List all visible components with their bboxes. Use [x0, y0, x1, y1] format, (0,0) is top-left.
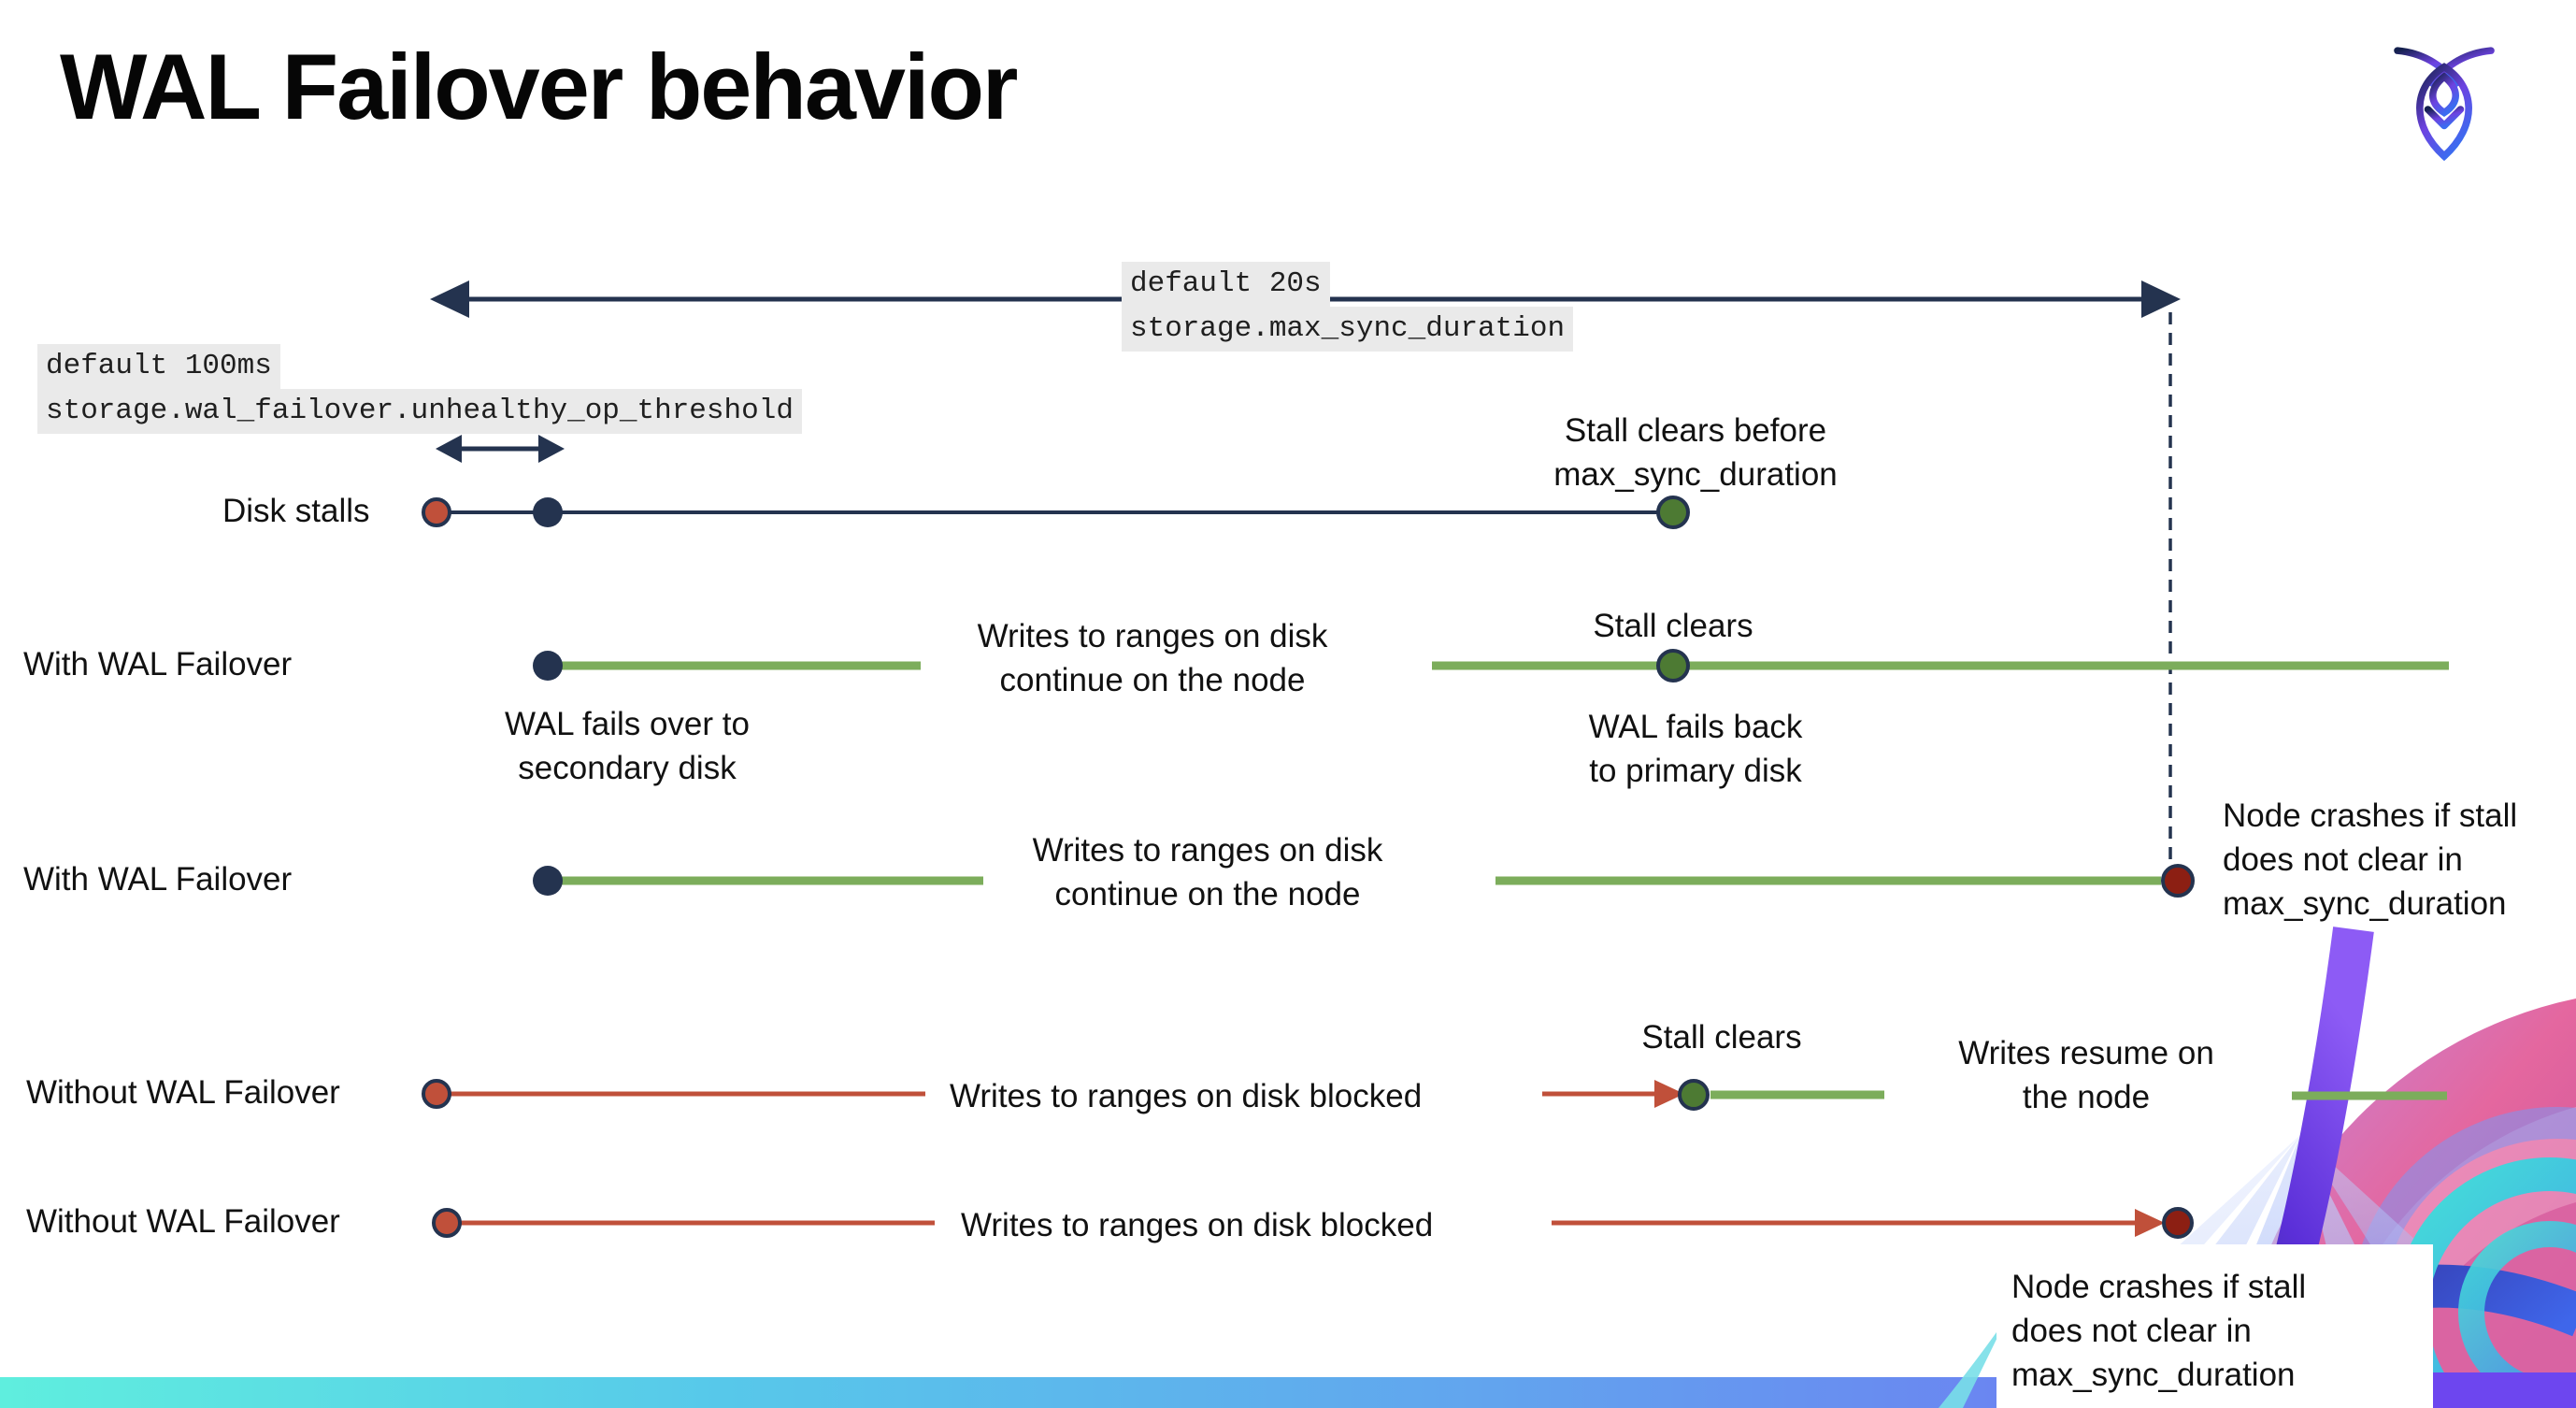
logo-body — [2416, 63, 2472, 162]
row2-label: With WAL Failover — [23, 646, 293, 682]
annotation-setting-unhealthy-op: storage.wal_failover.unhealthy_op_thresh… — [37, 389, 802, 434]
row2-stall-clears-dot — [1656, 649, 1690, 682]
annotation-default-20s: default 20s — [1122, 262, 1330, 307]
row2-note-fails-back: WAL fails back to primary disk — [1588, 709, 1803, 789]
annotation-default-100ms: default 100ms — [37, 344, 280, 389]
node-crash-callout-text: Node crashes if stall does not clear in … — [2011, 1269, 2307, 1393]
arrowhead-right-icon — [2141, 280, 2181, 318]
row1-threshold-dot — [533, 497, 563, 527]
row5-note-writes-blocked: Writes to ranges on disk blocked — [961, 1207, 1434, 1243]
annotation-unhealthy-op-threshold: default 100ms storage.wal_failover.unhea… — [37, 344, 802, 434]
row4-stall-clears-dot — [1678, 1079, 1710, 1111]
page-title: WAL Failover behavior — [60, 35, 1018, 138]
row3-label: With WAL Failover — [23, 861, 293, 898]
arrowhead-right-icon — [538, 435, 565, 463]
row3-crash-dot — [2161, 864, 2195, 898]
row1-note-stall-clears-before: Stall clears before max_sync_duration — [1553, 412, 1838, 493]
row3-note-node-crashes: Node crashes if stall does not clear in … — [2223, 797, 2518, 922]
row2-note-writes-continue: Writes to ranges on disk continue on the… — [977, 618, 1328, 698]
annotation-max-sync-duration: default 20s storage.max_sync_duration — [1122, 262, 1574, 352]
row5-crash-dot — [2162, 1207, 2194, 1239]
row1-stall-start-dot — [422, 497, 451, 527]
row2-note-stall-clears: Stall clears — [1593, 608, 1753, 644]
row4-note-writes-blocked: Writes to ranges on disk blocked — [950, 1078, 1423, 1114]
row4-note-stall-clears: Stall clears — [1641, 1019, 1802, 1056]
row3-failover-dot — [533, 866, 563, 896]
row2-note-fails-over: WAL fails over to secondary disk — [505, 706, 750, 786]
cockroachdb-logo-icon — [2394, 47, 2495, 162]
row5-stall-start-dot — [432, 1208, 462, 1238]
row4-stall-start-dot — [422, 1079, 451, 1109]
logo-antenna-right — [2428, 47, 2495, 87]
row4-label: Without WAL Failover — [26, 1074, 340, 1111]
row2-failover-dot — [533, 651, 563, 681]
node-crash-callout-box: Node crashes if stall does not clear in … — [1996, 1244, 2433, 1408]
arrowhead-right-icon — [2135, 1209, 2165, 1237]
row3-note-writes-continue: Writes to ranges on disk continue on the… — [1032, 832, 1383, 912]
arrowhead-left-icon — [430, 280, 469, 318]
row1-stall-clears-dot — [1656, 496, 1690, 529]
row4-note-writes-resume: Writes resume on the node — [1958, 1035, 2214, 1115]
row1-label: Disk stalls — [222, 493, 370, 529]
arrowhead-left-icon — [436, 435, 462, 463]
row5-label: Without WAL Failover — [26, 1203, 340, 1240]
logo-antenna-left — [2394, 47, 2460, 87]
annotation-setting-max-sync: storage.max_sync_duration — [1122, 307, 1574, 352]
logo-arms — [2424, 106, 2465, 130]
arrowhead-right-icon — [1654, 1080, 1684, 1108]
